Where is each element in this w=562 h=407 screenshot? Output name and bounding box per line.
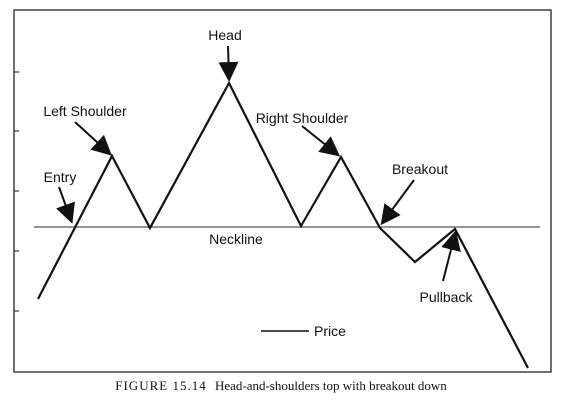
caption-text: Head-and-shoulders top with breakout dow…: [215, 378, 447, 393]
legend: Price: [261, 323, 346, 339]
figure-number: FIGURE 15.14: [115, 378, 206, 393]
left-shoulder-label: Left Shoulder: [43, 103, 127, 119]
pullback-label: Pullback: [420, 289, 474, 305]
right-shoulder-label: Right Shoulder: [256, 110, 349, 126]
left-shoulder-arrow: [74, 121, 112, 156]
annotation-arrows: [56, 45, 461, 282]
head-label: Head: [208, 27, 241, 43]
breakout-label: Breakout: [392, 161, 448, 177]
price-line: [37, 80, 529, 369]
pullback-arrow: [441, 230, 461, 282]
breakout-arrow: [380, 179, 415, 226]
entry-arrow: [56, 186, 75, 224]
figure-caption: FIGURE 15.14 Head-and-shoulders top with…: [115, 378, 447, 393]
neckline-label: Neckline: [209, 231, 263, 247]
entry-label: Entry: [44, 169, 77, 185]
right-shoulder-arrow: [301, 125, 341, 157]
head-arrow: [218, 45, 239, 82]
legend-price-label: Price: [314, 323, 346, 339]
left-axis-ticks: [14, 71, 19, 312]
